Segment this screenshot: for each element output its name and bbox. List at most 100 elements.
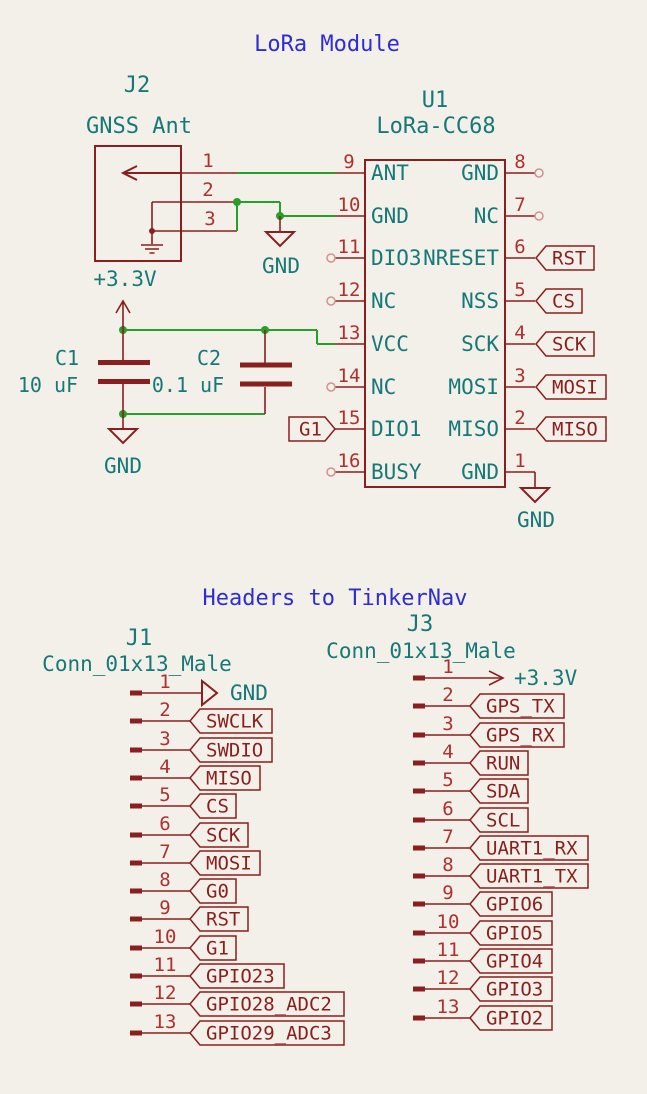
- global-label-gpio3[interactable]: GPIO3: [469, 976, 553, 1002]
- global-label-text: GPIO2: [486, 1008, 543, 1030]
- global-label-cs[interactable]: CS: [535, 288, 583, 314]
- j3-pin-2[interactable]: 2: [413, 684, 470, 709]
- wire-gnd[interactable]: [236, 201, 335, 231]
- pin-number: 12: [338, 279, 361, 301]
- j3-pin-3[interactable]: 3: [413, 713, 470, 738]
- j3-pin-6[interactable]: 6: [413, 798, 470, 823]
- pin-end: [130, 916, 142, 922]
- pin-number: 4: [514, 322, 525, 344]
- j1-pin-6[interactable]: 6: [130, 813, 190, 838]
- gnd-label: GND: [517, 508, 555, 532]
- j1-pin-4[interactable]: 4: [130, 756, 190, 781]
- j2-body[interactable]: [94, 145, 182, 262]
- global-label-miso[interactable]: MISO: [535, 416, 607, 442]
- j3-pin-11[interactable]: 11: [413, 939, 470, 964]
- global-label-gpio6[interactable]: GPIO6: [469, 891, 553, 917]
- gnd-power-symbol-u1[interactable]: GND: [517, 472, 555, 532]
- global-label-gps_tx[interactable]: GPS_TX: [469, 693, 565, 719]
- j1-pin-3[interactable]: 3: [130, 728, 190, 753]
- global-label-sda[interactable]: SDA: [469, 778, 529, 804]
- global-label-rst[interactable]: RST: [535, 245, 595, 271]
- j3-pin-5[interactable]: 5: [413, 769, 470, 794]
- u1-body[interactable]: [364, 159, 506, 488]
- global-label-g0[interactable]: G0: [189, 878, 237, 904]
- gnd-arrow-icon: [263, 231, 297, 248]
- pin-end: [130, 775, 142, 781]
- global-label-uart1_tx[interactable]: UART1_TX: [469, 863, 589, 889]
- wires[interactable]: [123, 172, 335, 415]
- j1-pin-9[interactable]: 9: [130, 897, 190, 922]
- j1-pin-7[interactable]: 7: [130, 841, 190, 866]
- j3-pin-12[interactable]: 12: [413, 967, 470, 992]
- global-label-scl[interactable]: SCL: [469, 807, 529, 833]
- u1-pin-7[interactable]: 7NC: [474, 194, 544, 228]
- global-label-uart1_rx[interactable]: UART1_RX: [469, 835, 589, 861]
- global-label-miso[interactable]: MISO: [189, 765, 261, 791]
- global-label-gpio4[interactable]: GPIO4: [469, 948, 553, 974]
- j3-pin-10[interactable]: 10: [413, 911, 470, 936]
- global-label-gpio5[interactable]: GPIO5: [469, 920, 553, 946]
- j3-pin-4[interactable]: 4: [413, 741, 470, 766]
- j1-pin-8[interactable]: 8: [130, 869, 190, 894]
- pin-number: 11: [154, 954, 177, 976]
- global-label-gps_rx[interactable]: GPS_RX: [469, 722, 565, 748]
- j2-pin-number-1: 1: [202, 150, 213, 172]
- j3-pin-9[interactable]: 9: [413, 882, 470, 907]
- global-label-mosi[interactable]: MOSI: [189, 850, 261, 876]
- j1-pin-2[interactable]: 2: [130, 699, 190, 724]
- gnd-power-symbol-j2[interactable]: GND: [262, 216, 300, 278]
- global-label-mosi[interactable]: MOSI: [535, 374, 607, 400]
- global-label-swclk[interactable]: SWCLK: [189, 708, 273, 734]
- pin-number: 13: [437, 996, 460, 1018]
- pin-number: 15: [338, 407, 361, 429]
- global-label-gpio29_adc3[interactable]: GPIO29_ADC3: [189, 1020, 345, 1046]
- j3-pin-1[interactable]: 1: [413, 656, 503, 681]
- global-label-cs[interactable]: CS: [189, 793, 237, 819]
- pin-end: [413, 958, 425, 964]
- gnd-power-symbol-caps[interactable]: GND: [104, 414, 142, 478]
- global-label-g1[interactable]: G1: [189, 935, 237, 961]
- wire-vcc-rail[interactable]: [123, 329, 335, 345]
- j1-pin-10[interactable]: 10: [130, 926, 190, 951]
- v33-power-symbol[interactable]: +3.3V: [93, 267, 157, 330]
- global-label-gpio2[interactable]: GPIO2: [469, 1005, 553, 1031]
- j1-pin-5[interactable]: 5: [130, 784, 190, 809]
- j1-pin-11[interactable]: 11: [130, 954, 190, 979]
- j1-pin-12[interactable]: 12: [130, 982, 190, 1007]
- j2-antenna-connector[interactable]: J2 GNSS Ant 1 2 3: [86, 73, 237, 262]
- global-label-sck[interactable]: SCK: [189, 822, 249, 848]
- global-label-gpio23[interactable]: GPIO23: [189, 963, 285, 989]
- j3-pin-7[interactable]: 7: [413, 826, 470, 851]
- global-label-run[interactable]: RUN: [469, 750, 529, 776]
- c1-capacitor[interactable]: C1 10 uF: [18, 330, 150, 414]
- j3-pin-13[interactable]: 13: [413, 996, 470, 1021]
- j3-reference: J3: [407, 612, 434, 637]
- j3-pin-8[interactable]: 8: [413, 854, 470, 879]
- global-label-gpio28_adc2[interactable]: GPIO28_ADC2: [189, 991, 345, 1017]
- global-label-rst[interactable]: RST: [189, 906, 249, 932]
- c2-capacitor[interactable]: C2 0.1 uF: [152, 330, 292, 414]
- global-label-g1[interactable]: G1: [288, 416, 336, 442]
- global-label-swdio[interactable]: SWDIO: [189, 737, 273, 763]
- j1-pin-13[interactable]: 13: [130, 1011, 190, 1036]
- j1-pin-1[interactable]: 1: [130, 671, 202, 696]
- global-label-sck[interactable]: SCK: [535, 331, 595, 357]
